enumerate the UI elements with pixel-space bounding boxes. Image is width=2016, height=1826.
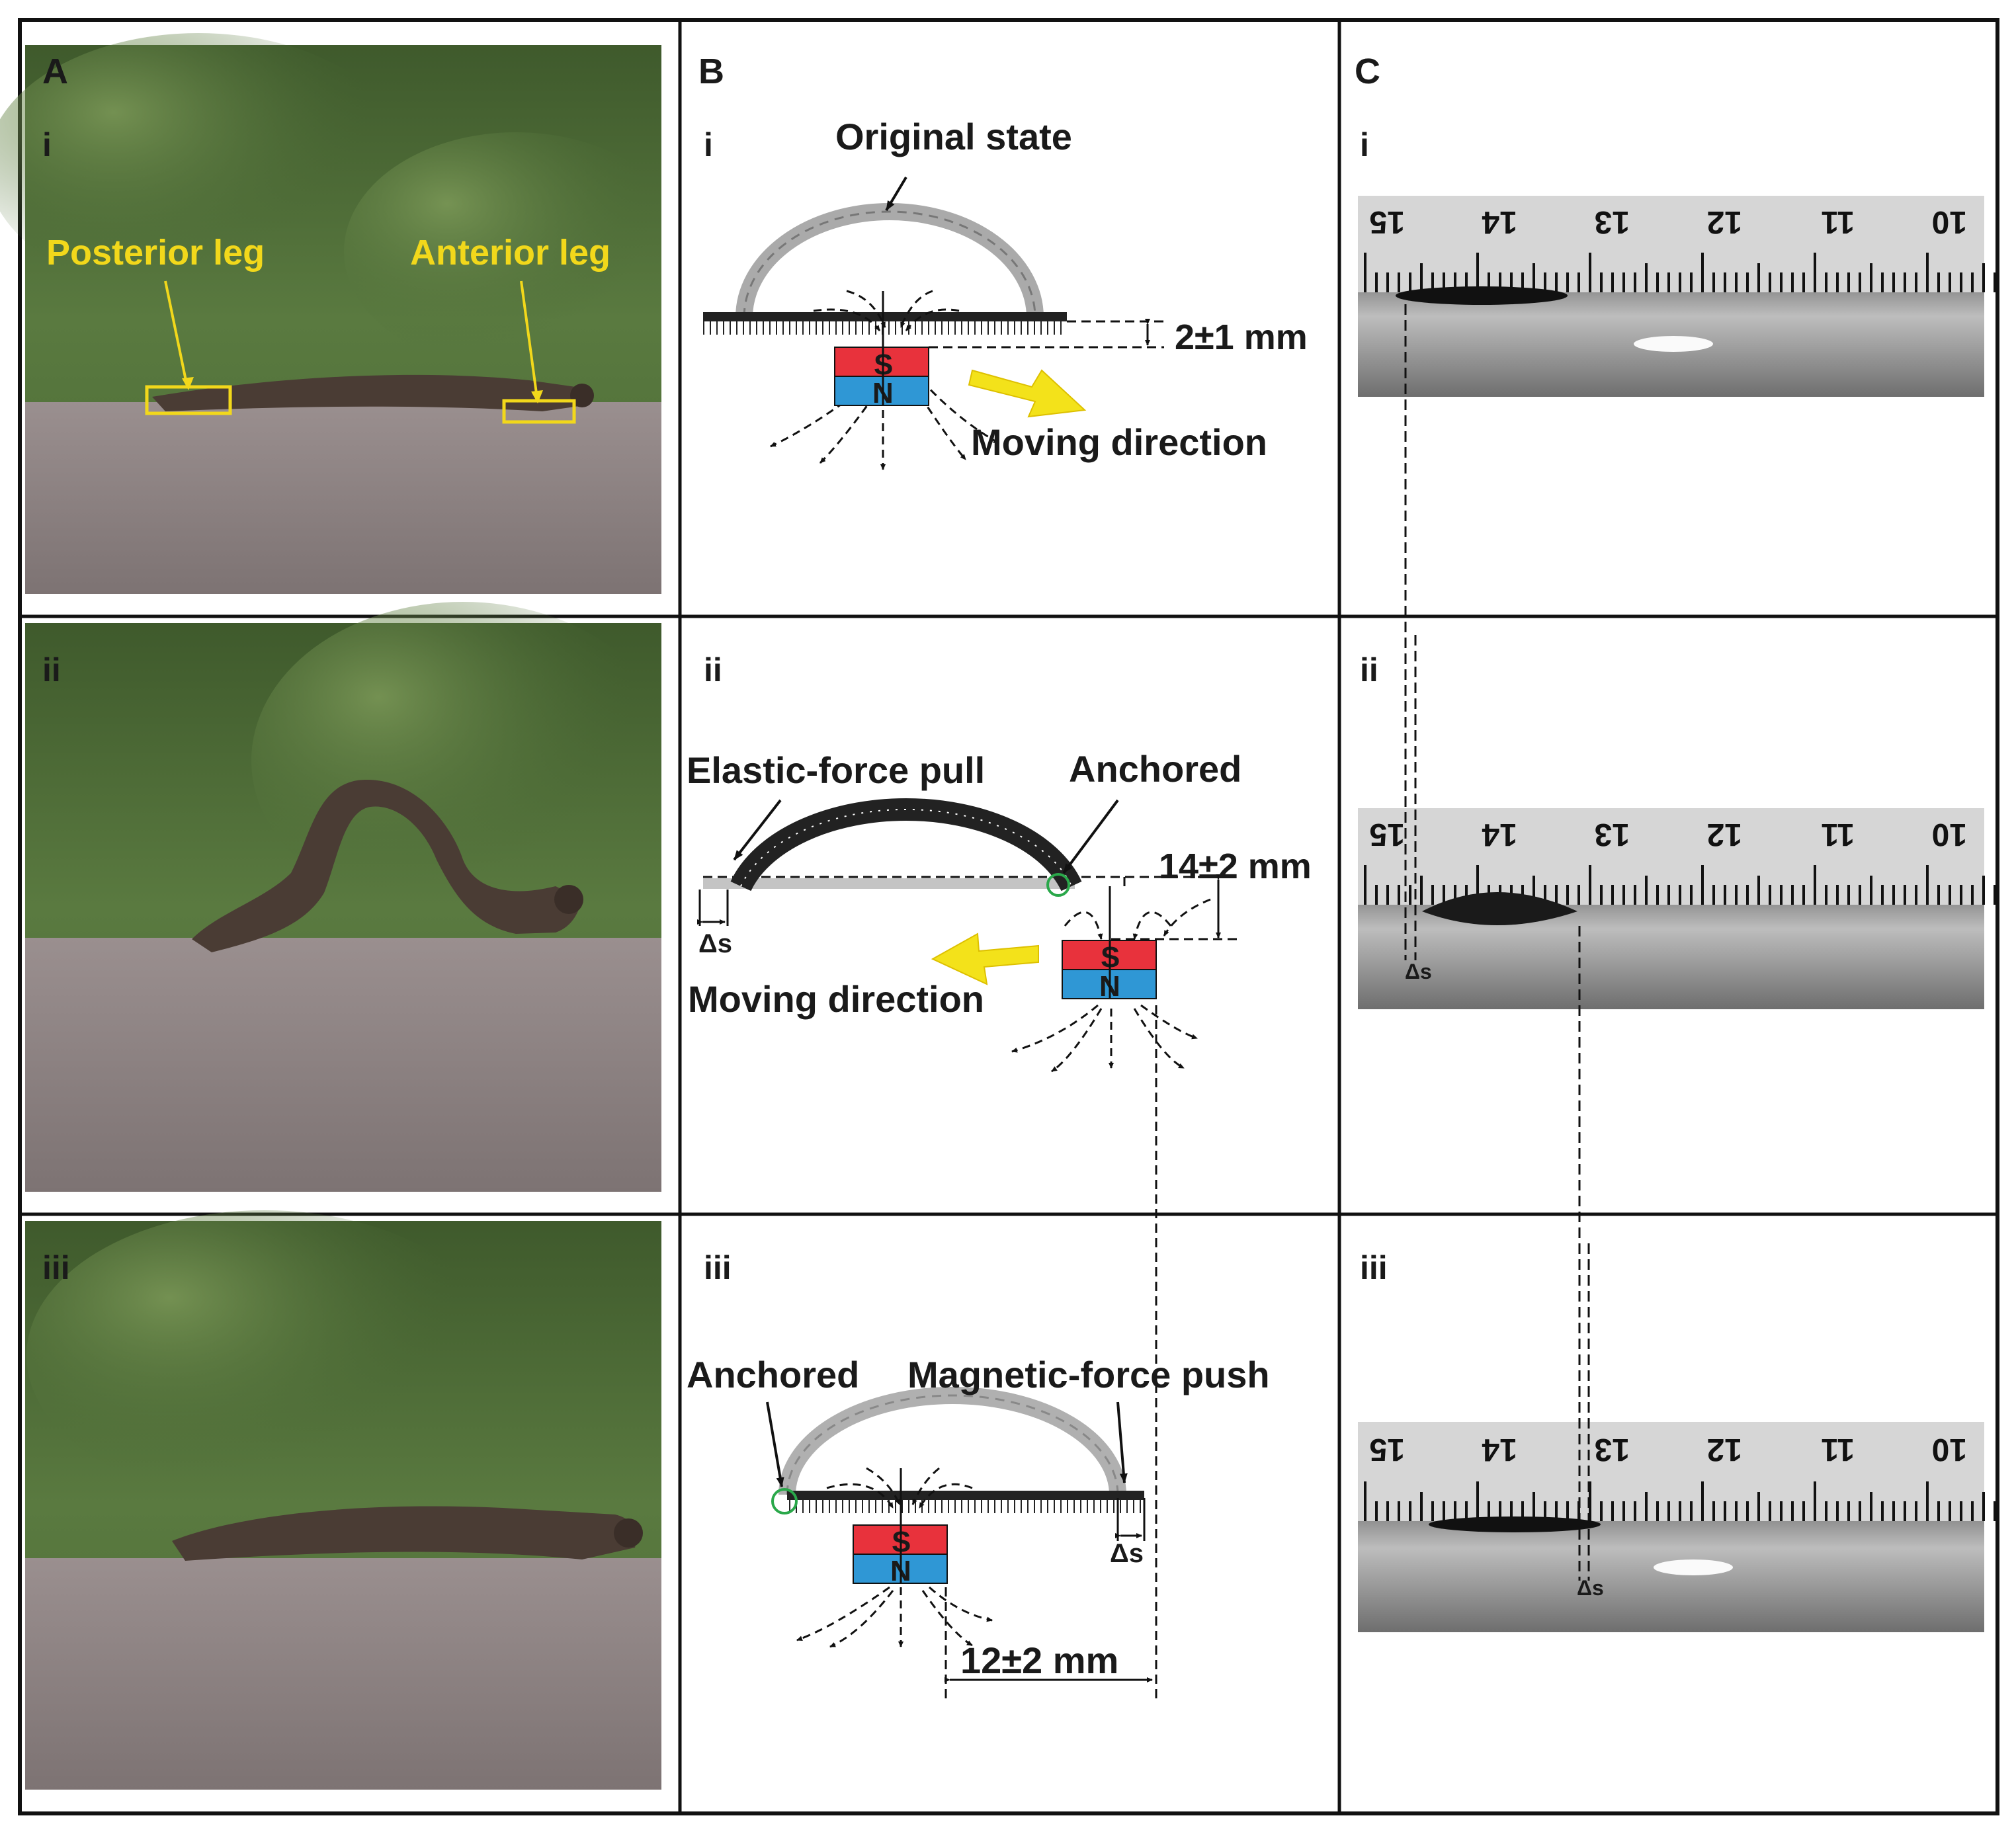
panel-c: C i ii iii 15 14 13 12 11 10 15 14 13 12: [1355, 52, 1996, 1632]
robot-flat: [703, 312, 1067, 321]
anterior-leg-pointer: [520, 280, 538, 399]
panel-b: B i ii iii Original state: [687, 52, 1312, 1700]
posterior-leg-label: Posterior leg: [46, 233, 265, 272]
anterior-leg-label: Anterior leg: [410, 233, 610, 272]
moving-direction-arrow-b-i: [968, 369, 1087, 418]
ruler-ticks-c-i: [1364, 253, 1996, 292]
photo-a-i: [0, 33, 688, 594]
robot-arched-ghost-b-iii: [778, 1387, 1126, 1495]
ruler-ticks-c-iii: [1364, 1481, 1996, 1521]
panel-b-row-i: i: [704, 126, 713, 163]
distance-label: 12±2 mm: [960, 1639, 1118, 1681]
ruler-c-i-11: 11: [1821, 204, 1855, 239]
posterior-leg-pointer: [164, 280, 188, 384]
panel-a-letter: A: [42, 52, 68, 91]
robot-arched: [730, 798, 1082, 892]
anchored-label-b-iii: Anchored: [687, 1354, 859, 1395]
panel-b-row-iii: iii: [704, 1249, 732, 1286]
panel-c-letter: C: [1355, 52, 1380, 91]
panel-a: Posterior leg Anterior leg A i ii iii: [0, 33, 688, 1790]
anchored-label-b-ii: Anchored: [1069, 748, 1241, 790]
diagram-b-i: Original state S N 2±1 mm: [703, 116, 1308, 470]
ruler-c-ii-14: 14: [1482, 817, 1517, 852]
ruler-c-i-13: 13: [1595, 204, 1630, 239]
robot-c-i: [1396, 286, 1568, 305]
ruler-photo-c-ii: 15 14 13 12 11 10 Δs: [1358, 808, 1996, 1009]
robot-c-iii: [1429, 1516, 1601, 1532]
ruler-c-iii-14: 14: [1482, 1432, 1517, 1467]
ruler-photo-c-iii: 15 14 13 12 11 10 Δs: [1358, 1422, 1996, 1632]
ruler-c-iii-11: 11: [1821, 1432, 1855, 1467]
panel-a-row-i: i: [42, 126, 52, 163]
moving-direction-label-b-ii: Moving direction: [688, 978, 984, 1020]
anchor-circle-b-ii: [1046, 873, 1070, 897]
ruler-photo-c-i: 15 14 13 12 11 10: [1358, 196, 1996, 397]
ruler-c-i-15: 15: [1370, 204, 1405, 239]
panel-c-row-iii: iii: [1360, 1249, 1388, 1286]
ruler-c-iii-13: 13: [1595, 1432, 1630, 1467]
moving-direction-label-b-i: Moving direction: [971, 421, 1267, 463]
panel-a-row-iii: iii: [42, 1249, 70, 1286]
robot-c-ii: [1422, 892, 1577, 925]
panel-c-row-ii: ii: [1360, 651, 1378, 688]
ruler-c-ii-11: 11: [1821, 817, 1855, 852]
outer-frame: [18, 18, 1999, 1815]
delta-s-c-iii: Δs: [1577, 1576, 1604, 1600]
delta-s-c-ii: Δs: [1405, 960, 1432, 983]
ruler-c-ii-13: 13: [1595, 817, 1630, 852]
original-state-pointer: [885, 176, 907, 212]
ruler-c-i-12: 12: [1707, 204, 1742, 239]
anchor-circle-b-iii: [771, 1488, 798, 1515]
height-label: 14±2 mm: [1159, 847, 1312, 886]
ruler-c-iii-12: 12: [1707, 1432, 1742, 1467]
ruler-c-ii-12: 12: [1707, 817, 1742, 852]
diagram-b-ii: Elastic-force pull Anchored Δs 14±2 mm: [687, 748, 1312, 1700]
anterior-leg-box: [502, 399, 576, 424]
moving-direction-arrow-b-ii: [931, 933, 1039, 985]
panel-b-letter: B: [698, 52, 724, 91]
diagram-b-iii: Anchored Magnetic-force push Δs S: [687, 1354, 1270, 1700]
photo-a-ii: [25, 602, 675, 1192]
ruler-c-ii-15: 15: [1370, 817, 1405, 852]
robot-arched-ghost: [735, 203, 1044, 318]
ruler-c-iii-15: 15: [1370, 1432, 1405, 1467]
ruler-c-i-10: 10: [1932, 204, 1967, 239]
magnetic-force-push-label: Magnetic-force push: [907, 1354, 1270, 1395]
panel-b-row-ii: ii: [704, 651, 722, 688]
robot-flat-ghost: [703, 878, 1075, 889]
robot-flat-b-iii: [787, 1491, 1144, 1500]
ruler-c-iii-10: 10: [1932, 1432, 1967, 1467]
delta-s-b-ii: Δs: [698, 929, 732, 958]
ruler-c-i-14: 14: [1482, 204, 1517, 239]
gap-label: 2±1 mm: [1175, 317, 1308, 357]
panel-c-row-i: i: [1360, 126, 1369, 163]
original-state-label: Original state: [835, 116, 1072, 157]
elastic-force-pull-label: Elastic-force pull: [687, 749, 985, 791]
panel-a-row-ii: ii: [42, 651, 61, 688]
delta-s-b-iii: Δs: [1110, 1539, 1144, 1568]
photo-a-iii: [25, 1210, 661, 1790]
ruler-c-ii-10: 10: [1932, 817, 1967, 852]
